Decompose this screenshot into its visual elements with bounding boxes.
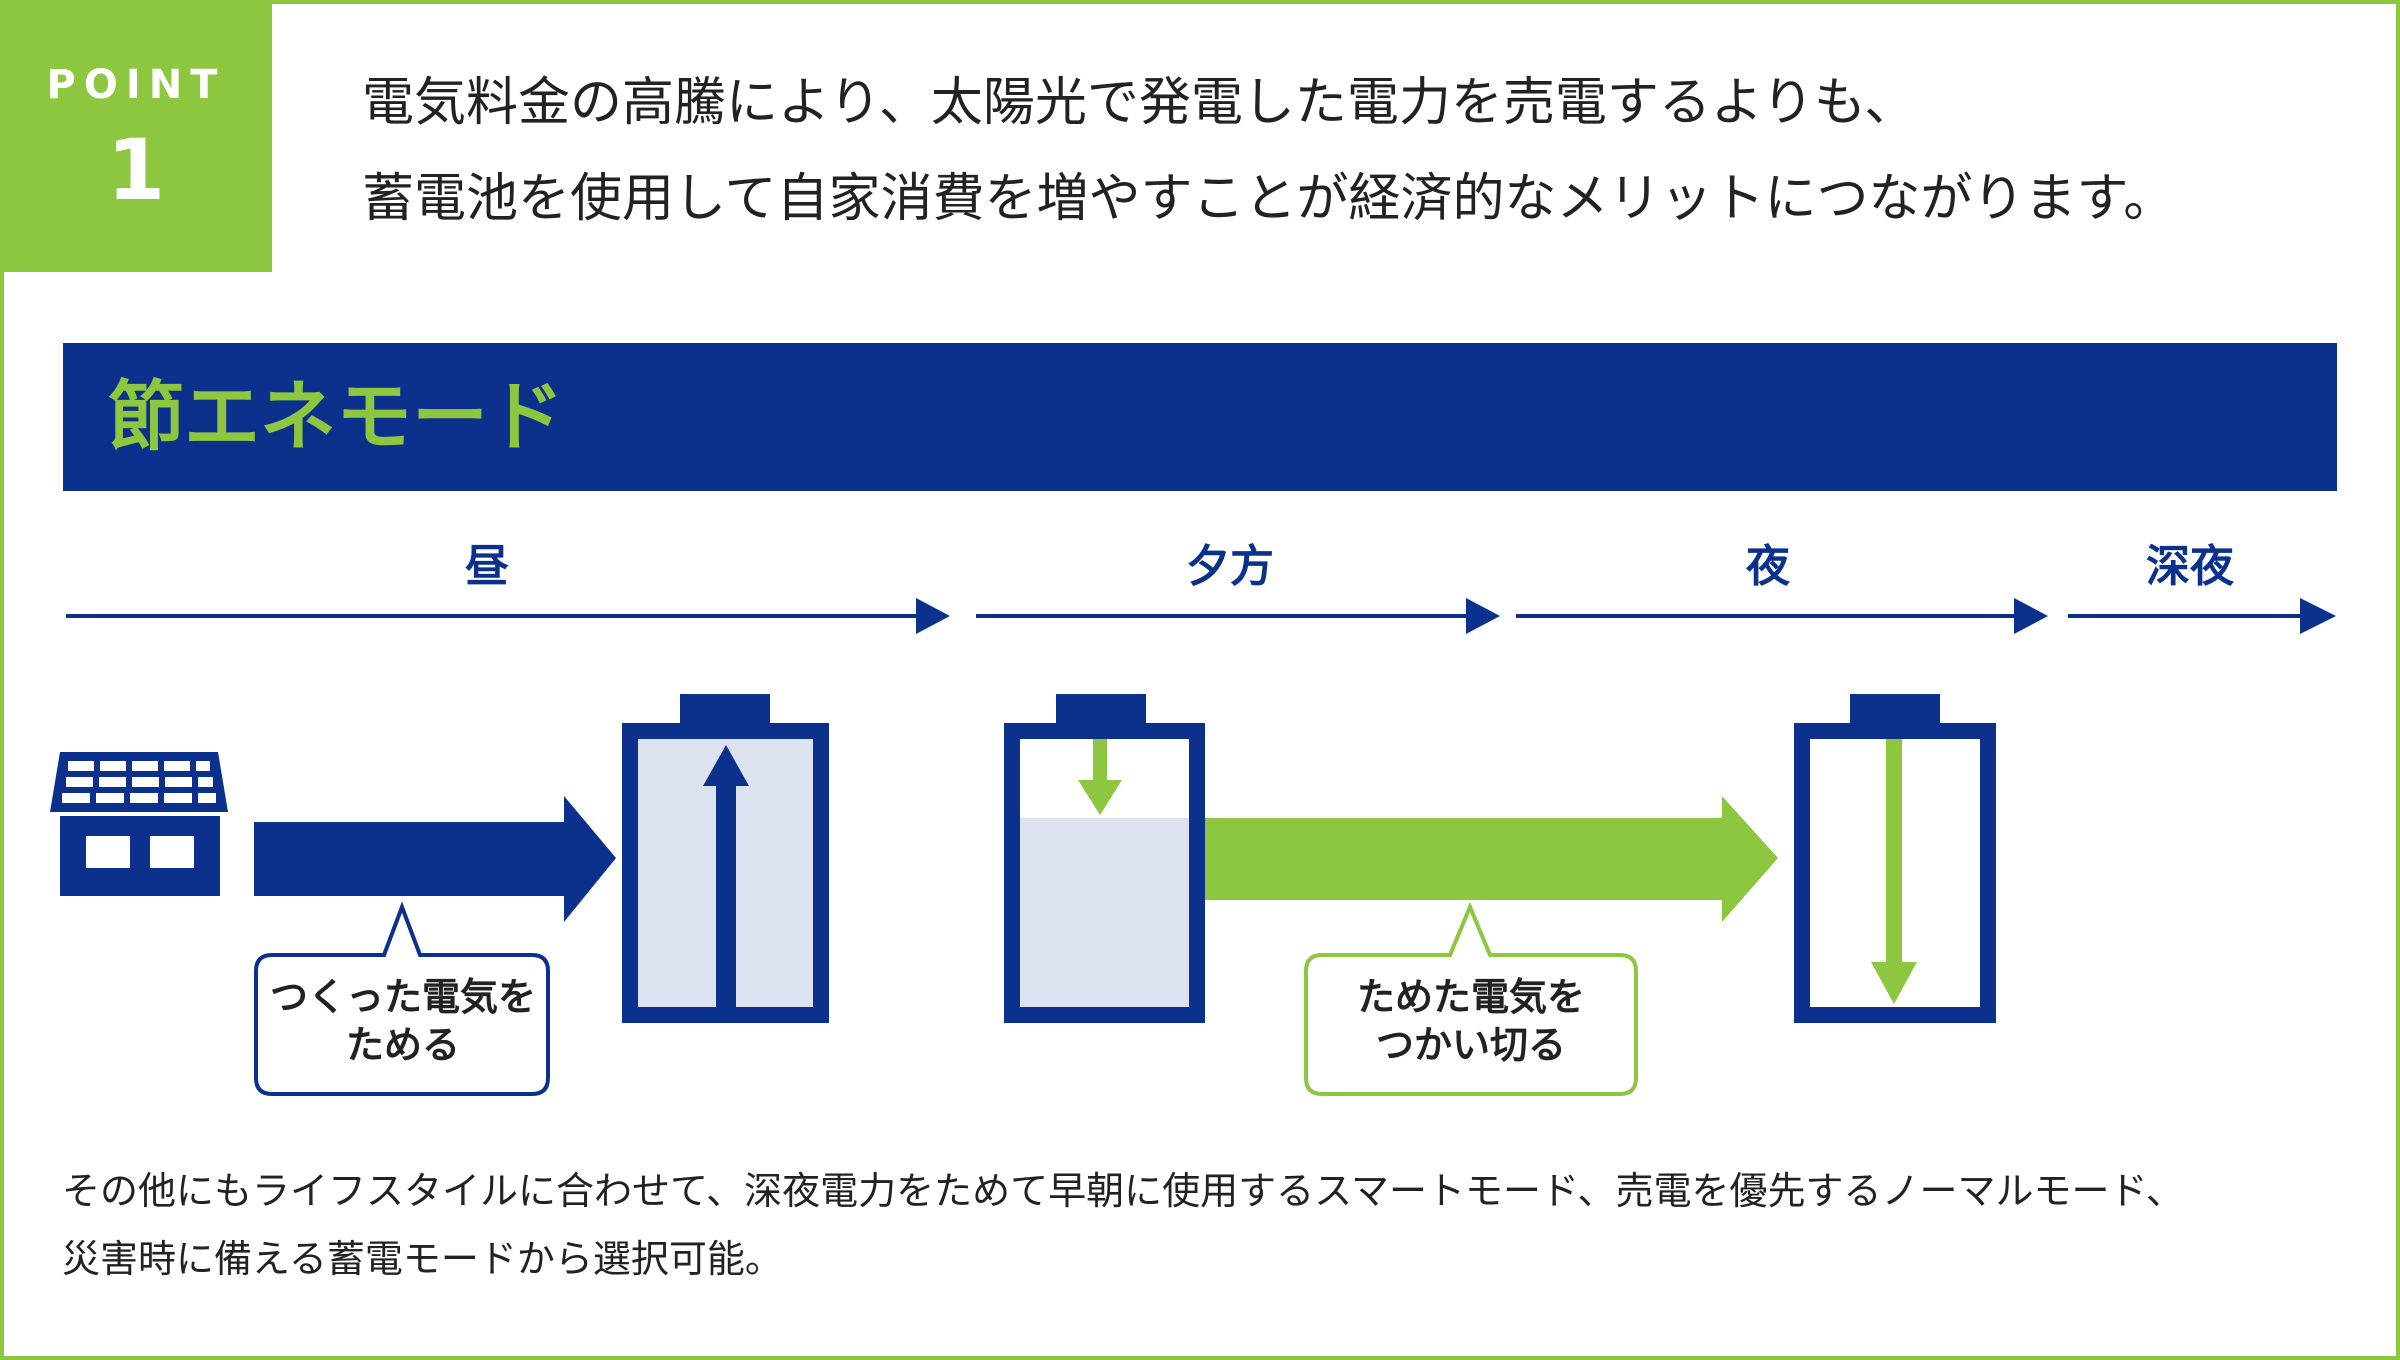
period-label-night: 夜 (1746, 541, 1790, 592)
arrow-down-icon (1886, 739, 1902, 969)
arrow-down-icon (1093, 739, 1107, 787)
callout-text-store: つくった電気を ためる (258, 973, 548, 1069)
footer-text-line-2: 災害時に備える蓄電モードから選択可能。 (62, 1237, 783, 1281)
callout-store-line-1: つくった電気を (269, 975, 536, 1019)
callout-bubble-store (254, 901, 550, 1096)
point-number: 1 (106, 121, 166, 219)
mode-banner: 節エネモード (63, 343, 2337, 491)
point-label: POINT (46, 62, 226, 108)
timeline-arrow-evening (976, 598, 1500, 634)
footer-text-line-1: その他にもライフスタイルに合わせて、深夜電力をためて早朝に使用するスマートモード… (62, 1169, 2184, 1213)
intro-text-line-1: 電気料金の高騰により、太陽光で発電した電力を売電するよりも、 (362, 73, 1917, 133)
period-label-late-night: 深夜 (2146, 541, 2234, 592)
callout-use-line-2: つかい切る (1375, 1023, 1566, 1067)
period-label-daytime: 昼 (465, 541, 509, 592)
callout-use-line-1: ためた電気を (1356, 975, 1585, 1019)
point-badge: POINT 1 (0, 0, 272, 272)
battery-icon-evening (1004, 694, 1205, 1023)
callout-text-use: ためた電気を つかい切る (1306, 973, 1636, 1069)
intro-text-line-2: 蓄電池を使用して自家消費を増やすことが経済的なメリットにつながります。 (362, 169, 2176, 229)
timeline-arrow-daytime (66, 598, 950, 634)
mode-title: 節エネモード (108, 372, 564, 461)
callout-bubble-use (1304, 901, 1638, 1096)
arrow-up-icon (716, 780, 736, 1009)
charge-arrow (254, 796, 616, 922)
timeline-arrow-late-night (2068, 598, 2336, 634)
battery-icon-night (1794, 694, 1996, 1023)
period-label-evening: 夕方 (1186, 541, 1274, 592)
discharge-arrow (1205, 796, 1778, 922)
timeline-arrow-night (1516, 598, 2048, 634)
callout-store-line-2: ためる (345, 1023, 460, 1067)
solar-house-icon (50, 752, 228, 896)
battery-icon-daytime (622, 694, 829, 1023)
